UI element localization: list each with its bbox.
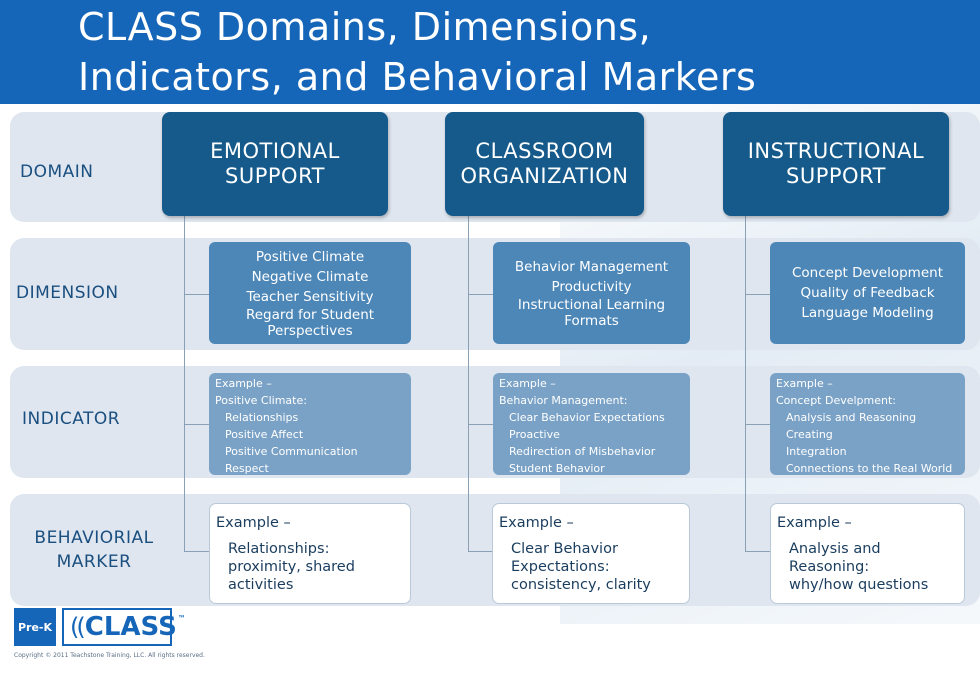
indicator-item: Positive Communication — [225, 445, 358, 458]
indicator-box-classroom: Example – Behavior Management: Clear Beh… — [493, 373, 690, 475]
row-label-domain: DOMAIN — [20, 162, 94, 182]
copyright-text: Copyright © 2011 Teachstone Training, LL… — [14, 652, 205, 659]
connector-line — [184, 216, 185, 551]
row-label-dimension: DIMENSION — [16, 283, 119, 303]
marker-box-emotional: Example – Relationships: proximity, shar… — [209, 503, 411, 604]
marker-example: Example – — [499, 515, 574, 531]
row-label-indicator: INDICATOR — [22, 409, 121, 429]
connector-branch — [745, 551, 771, 552]
row-label-marker: BEHAVIORIAL MARKER — [34, 528, 154, 572]
indicator-example: Example – — [776, 377, 833, 390]
marker-example: Example – — [777, 515, 852, 531]
indicator-example: Example – — [499, 377, 556, 390]
indicator-item: Proactive — [509, 428, 560, 441]
dimension-item: Regard for Student Perspectives — [245, 307, 375, 339]
indicator-heading: Behavior Management: — [499, 394, 628, 407]
dimension-box-classroom: Behavior Management Productivity Instruc… — [493, 242, 690, 344]
indicator-item: Relationships — [225, 411, 299, 424]
connector-branch — [745, 294, 771, 295]
indicator-item: Redirection of Misbehavior — [509, 445, 656, 458]
dimension-item: Behavior Management — [514, 259, 669, 275]
dimension-item: Language Modeling — [801, 305, 934, 321]
title-banner: CLASS Domains, Dimensions, Indicators, a… — [0, 0, 980, 104]
domain-emotional-support: EMOTIONAL SUPPORT — [162, 112, 388, 216]
connector-branch — [468, 551, 494, 552]
connector-branch — [184, 294, 210, 295]
trademark-symbol: ™ — [177, 614, 186, 623]
connector-branch — [184, 424, 210, 425]
indicator-item: Integration — [786, 445, 847, 458]
domain-instructional-support: INSTRUCTIONAL SUPPORT — [723, 112, 949, 216]
marker-text: Clear Behavior Expectations: consistency… — [511, 541, 651, 593]
dimension-box-instructional: Concept Development Quality of Feedback … — [770, 242, 965, 344]
indicator-box-instructional: Example – Concept Develpment: Analysis a… — [770, 373, 965, 475]
connector-branch — [468, 294, 494, 295]
marker-box-classroom: Example – Clear Behavior Expectations: c… — [492, 503, 690, 604]
dimension-item: Instructional Learning Formats — [517, 297, 666, 329]
prek-logo: Pre-K — [14, 608, 56, 646]
indicator-heading: Positive Climate: — [215, 394, 307, 407]
marker-text: Relationships: proximity, shared activit… — [228, 541, 355, 593]
indicator-item: Analysis and Reasoning — [786, 411, 917, 424]
indicator-item: Creating — [786, 428, 833, 441]
class-logo: (( CLASS ™ — [62, 608, 186, 646]
indicator-example: Example – — [215, 377, 272, 390]
domain-classroom-organization: CLASSROOM ORGANIZATION — [445, 112, 644, 216]
logo-bracket-icon: (( — [70, 613, 86, 641]
dimension-item: Productivity — [551, 279, 632, 295]
indicator-item: Respect — [225, 462, 269, 475]
dimension-item: Negative Climate — [251, 269, 369, 285]
indicator-box-emotional: Example – Positive Climate: Relationship… — [209, 373, 411, 475]
class-logo-text: CLASS — [84, 612, 177, 642]
dimension-item: Concept Development — [791, 265, 943, 281]
connector-branch — [745, 424, 771, 425]
connector-branch — [468, 424, 494, 425]
dimension-item: Positive Climate — [255, 249, 365, 265]
dimension-box-emotional: Positive Climate Negative Climate Teache… — [209, 242, 411, 344]
dimension-item: Quality of Feedback — [800, 285, 935, 301]
marker-example: Example – — [216, 515, 291, 531]
indicator-item: Positive Affect — [225, 428, 304, 441]
marker-text: Analysis and Reasoning: why/how question… — [789, 541, 929, 593]
connector-line — [468, 216, 469, 551]
dimension-item: Teacher Sensitivity — [246, 289, 374, 305]
indicator-item: Connections to the Real World — [786, 462, 953, 475]
connector-branch — [184, 551, 210, 552]
page-title: CLASS Domains, Dimensions, Indicators, a… — [78, 5, 757, 99]
indicator-heading: Concept Develpment: — [776, 394, 897, 407]
marker-box-instructional: Example – Analysis and Reasoning: why/ho… — [770, 503, 965, 604]
indicator-item: Student Behavior — [509, 462, 605, 475]
indicator-item: Clear Behavior Expectations — [509, 411, 665, 424]
connector-line — [745, 216, 746, 551]
